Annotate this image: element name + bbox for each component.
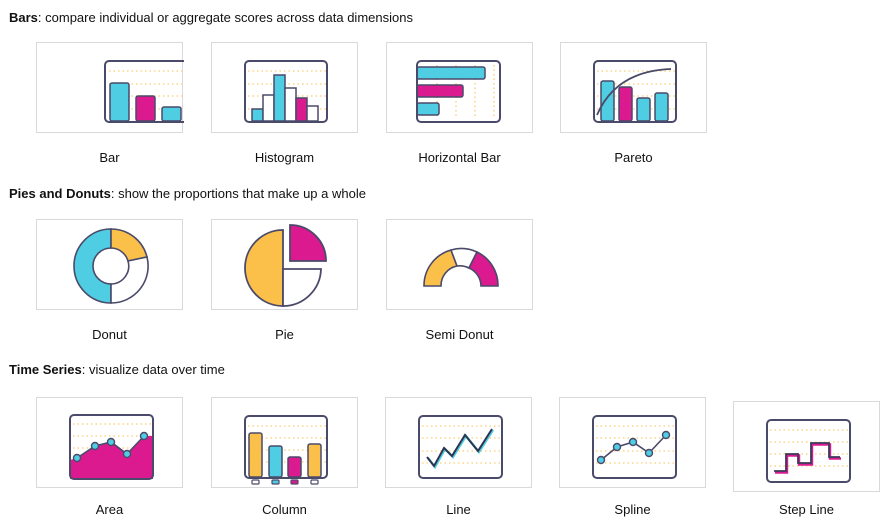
- chart-option-spline[interactable]: [559, 397, 706, 488]
- chart-option-label: Spline: [614, 502, 651, 517]
- bar-chart-icon: [104, 60, 184, 123]
- chart-option-step-line[interactable]: [733, 401, 880, 492]
- chart-option-donut[interactable]: [36, 219, 183, 310]
- chart-option-label: Histogram: [254, 150, 315, 165]
- chart-option-label: Donut: [92, 327, 127, 342]
- chart-option-horizontal-bar[interactable]: [386, 42, 533, 133]
- histogram-chart-icon: [244, 60, 328, 123]
- line-chart-icon: [418, 415, 503, 479]
- section-heading-bars: Bars: compare individual or aggregate sc…: [9, 10, 413, 25]
- chart-option-pareto[interactable]: [560, 42, 707, 133]
- step-line-chart-icon: [766, 419, 851, 483]
- chart-option-semi-donut[interactable]: [386, 219, 533, 310]
- section-description: : visualize data over time: [81, 362, 225, 377]
- section-title: Time Series: [9, 362, 82, 377]
- section-title: Pies and Donuts: [9, 186, 111, 201]
- spline-chart-icon: [592, 415, 677, 479]
- pie-chart-icon: [244, 224, 327, 307]
- chart-option-histogram[interactable]: [211, 42, 358, 133]
- chart-option-column[interactable]: [211, 397, 358, 488]
- chart-option-label: Semi Donut: [425, 327, 494, 342]
- chart-option-label: Line: [446, 502, 471, 517]
- chart-option-bar[interactable]: [36, 42, 184, 133]
- chart-option-label: Pie: [275, 327, 294, 342]
- section-heading-time-series: Time Series: visualize data over time: [9, 362, 225, 377]
- chart-option-area[interactable]: [36, 397, 183, 488]
- chart-option-label: Pareto: [614, 150, 653, 165]
- section-heading-pies: Pies and Donuts: show the proportions th…: [9, 186, 366, 201]
- chart-option-label: Bar: [99, 150, 120, 165]
- pareto-chart-icon: [593, 60, 677, 123]
- section-title: Bars: [9, 10, 38, 25]
- area-chart-icon: [69, 414, 154, 480]
- section-description: : show the proportions that make up a wh…: [110, 186, 366, 201]
- horizontal-bar-chart-icon: [416, 60, 501, 123]
- donut-chart-icon: [73, 228, 149, 304]
- chart-option-label: Area: [95, 502, 124, 517]
- column-chart-icon: [244, 415, 328, 485]
- chart-option-pie[interactable]: [211, 219, 358, 310]
- section-description: : compare individual or aggregate scores…: [37, 10, 413, 25]
- chart-option-line[interactable]: [385, 397, 532, 488]
- chart-option-label: Column: [262, 502, 307, 517]
- semi-donut-chart-icon: [423, 247, 499, 287]
- chart-option-label: Step Line: [779, 502, 834, 517]
- chart-option-label: Horizontal Bar: [418, 150, 501, 165]
